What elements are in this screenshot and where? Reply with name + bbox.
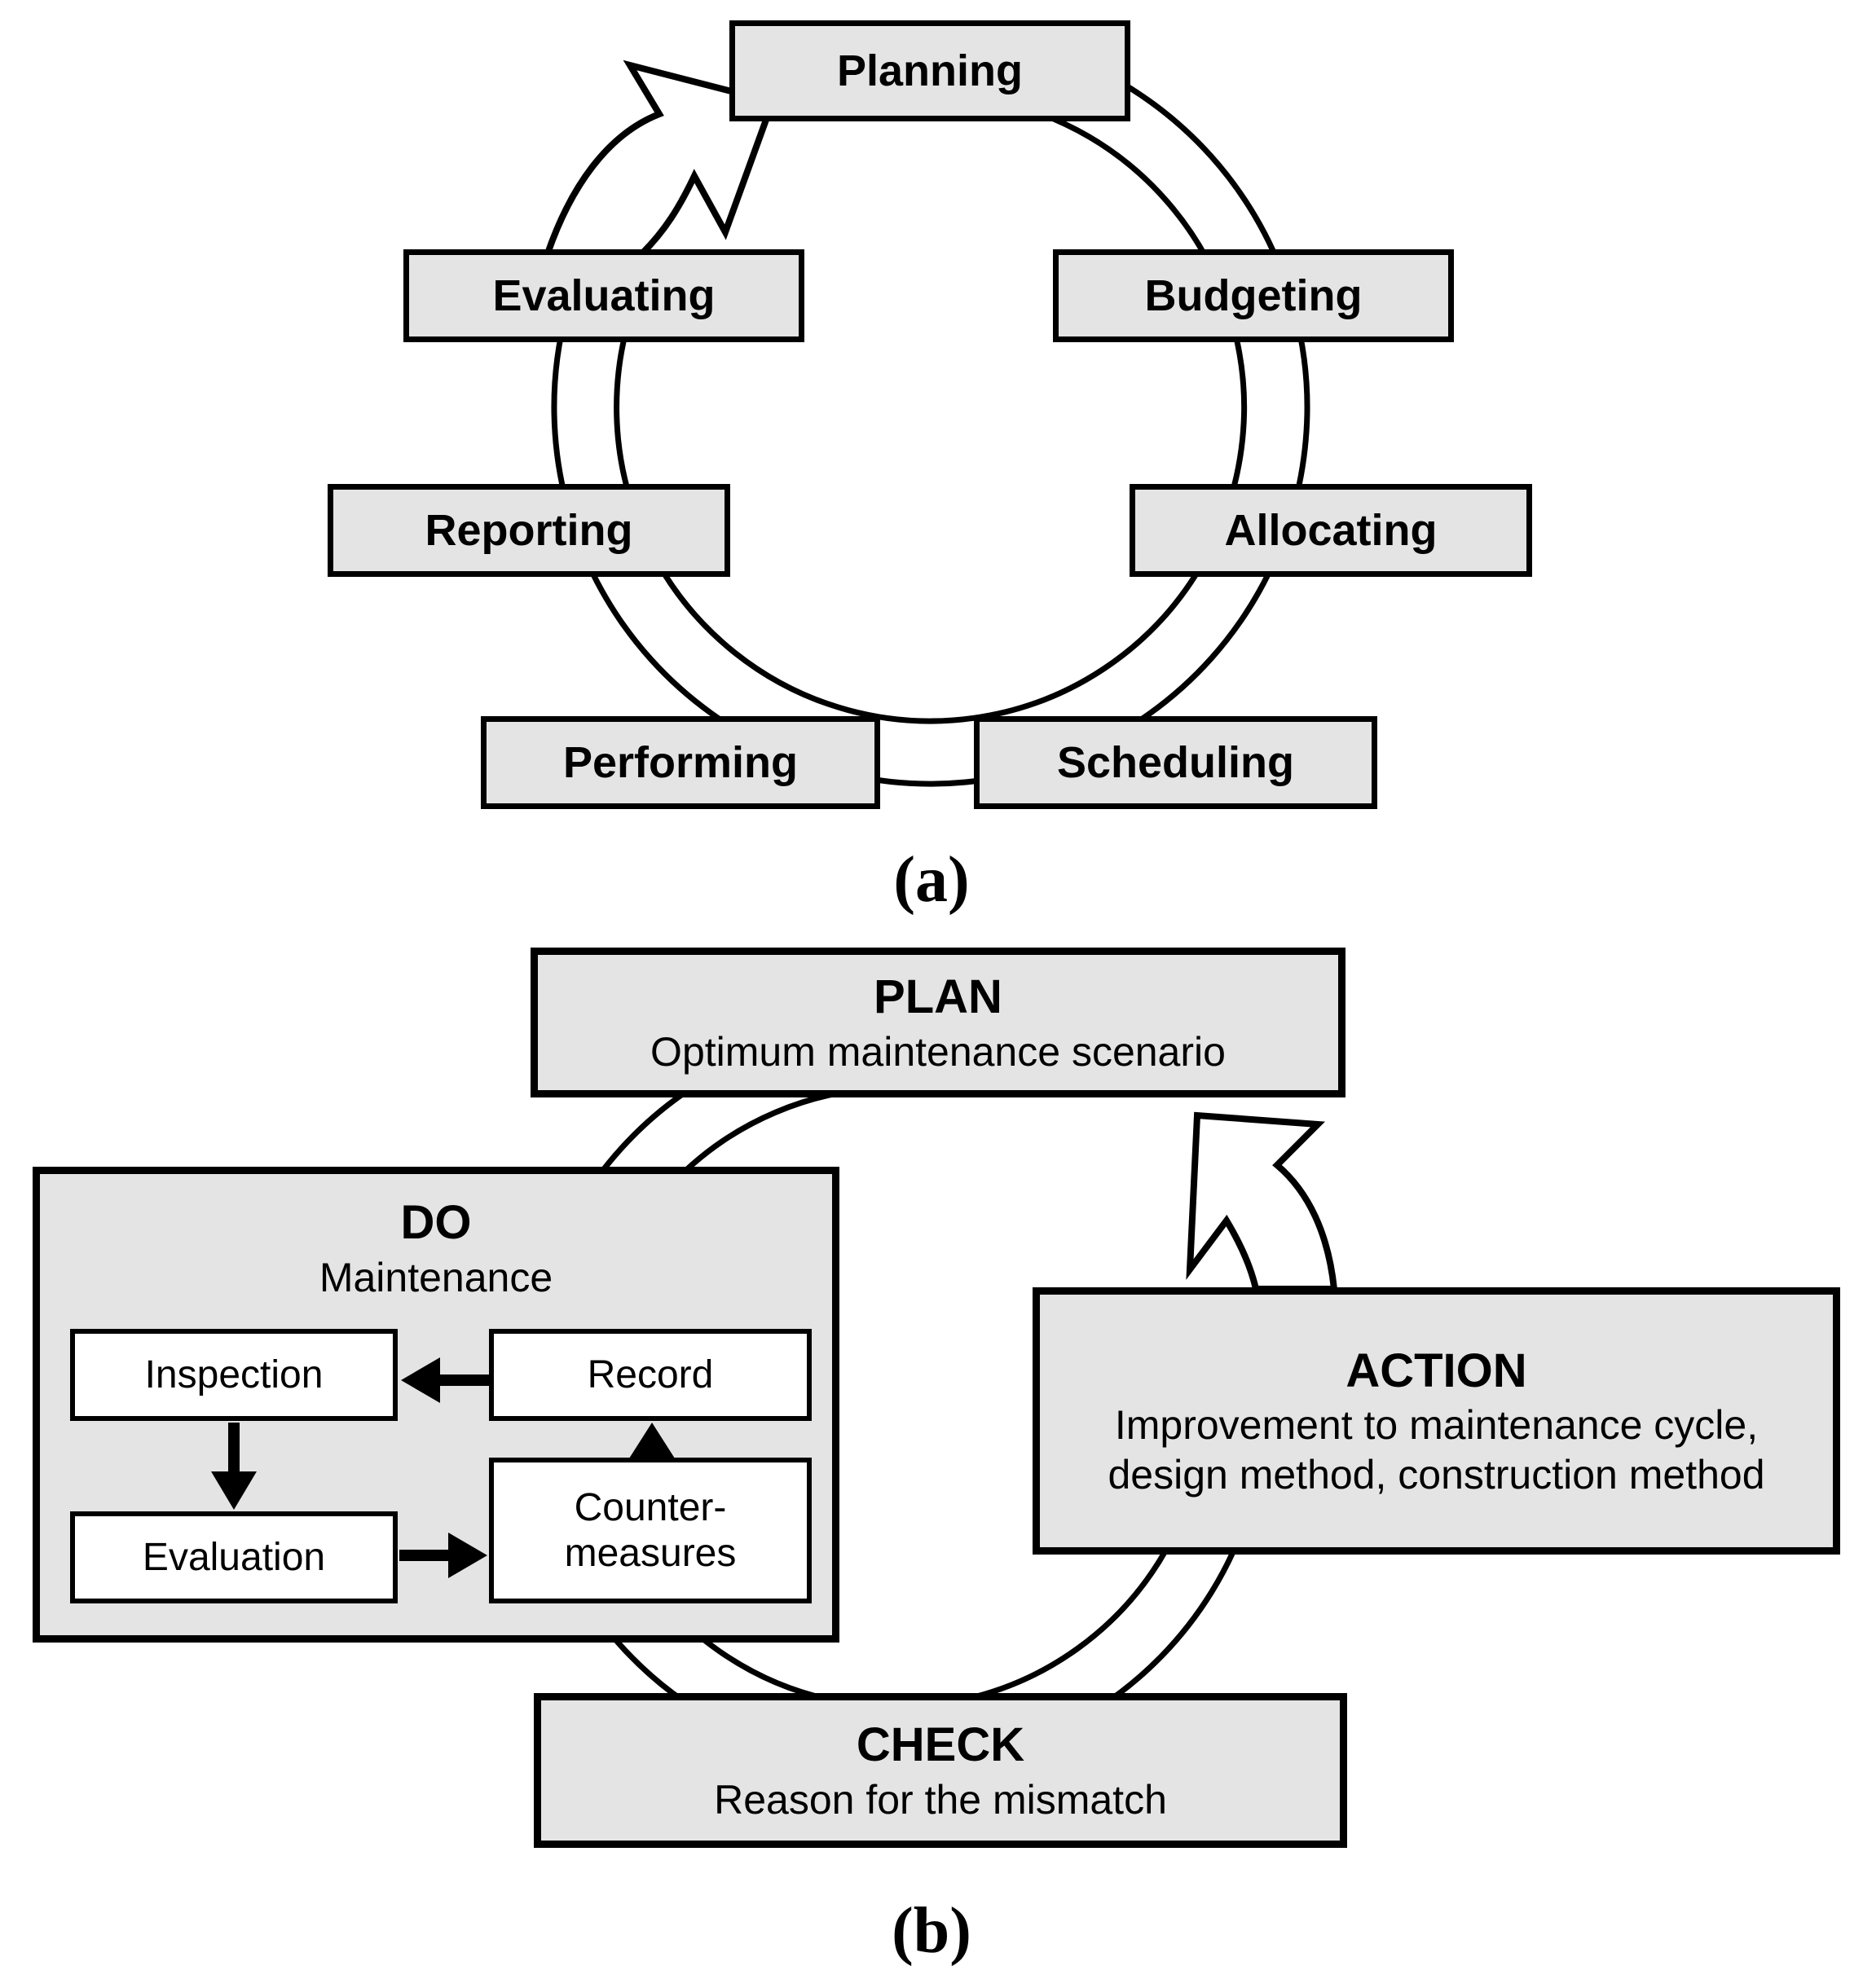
plan-subtitle: Optimum maintenance scenario <box>650 1028 1226 1075</box>
caption-b-text: (b) <box>892 1895 971 1967</box>
countermeasures-label: Counter-measures <box>564 1486 737 1575</box>
do-subtitle: Maintenance <box>319 1254 553 1300</box>
cycle-a-box-allocating: Allocating <box>1130 484 1532 577</box>
cycle-a-box-evaluating: Evaluating <box>403 249 804 342</box>
action-title: ACTION <box>1346 1344 1527 1397</box>
reporting-label: Reporting <box>425 506 633 555</box>
do-inner-box-evaluation: Evaluation <box>70 1511 398 1603</box>
cycle-a-box-reporting: Reporting <box>328 484 730 577</box>
check-title: CHECK <box>856 1718 1025 1772</box>
pdca-box-plan: PLAN Optimum maintenance scenario <box>531 948 1346 1097</box>
plan-title: PLAN <box>874 970 1002 1024</box>
record-label: Record <box>587 1352 714 1396</box>
evaluation-label: Evaluation <box>142 1535 326 1579</box>
caption-a-text: (a) <box>893 844 970 916</box>
evaluating-label: Evaluating <box>492 271 716 320</box>
do-inner-box-countermeasures: Counter-measures <box>489 1458 812 1603</box>
performing-label: Performing <box>562 738 799 787</box>
cycle-a-box-planning: Planning <box>729 20 1130 121</box>
cycle-a-arrow-icon <box>543 59 777 257</box>
scheduling-label: Scheduling <box>1056 738 1294 787</box>
cycle-a-box-scheduling: Scheduling <box>974 716 1377 809</box>
do-inner-box-record: Record <box>489 1329 812 1421</box>
inspection-label: Inspection <box>144 1352 324 1396</box>
cycle-a-box-budgeting: Budgeting <box>1053 249 1454 342</box>
budgeting-label: Budgeting <box>1144 271 1363 320</box>
pdca-box-check: CHECK Reason for the mismatch <box>534 1693 1347 1848</box>
check-subtitle: Reason for the mismatch <box>714 1776 1167 1823</box>
cycle-a-outer-arc <box>551 28 1310 787</box>
caption-b: (b) <box>0 1894 1863 1968</box>
do-inner-box-inspection: Inspection <box>70 1329 398 1421</box>
caption-a: (a) <box>0 843 1863 917</box>
cycle-a-box-performing: Performing <box>481 716 880 809</box>
pdca-box-do: DO Maintenance Inspection Record Evaluat… <box>33 1167 839 1643</box>
cycle-b-arrow-icon <box>1186 1111 1338 1292</box>
planning-label: Planning <box>837 46 1023 95</box>
action-subtitle: Improvement to maintenance cycle, design… <box>1108 1402 1765 1498</box>
do-title: DO <box>400 1196 472 1249</box>
pdca-box-action: ACTION Improvement to maintenance cycle,… <box>1033 1287 1840 1555</box>
allocating-label: Allocating <box>1224 506 1438 555</box>
